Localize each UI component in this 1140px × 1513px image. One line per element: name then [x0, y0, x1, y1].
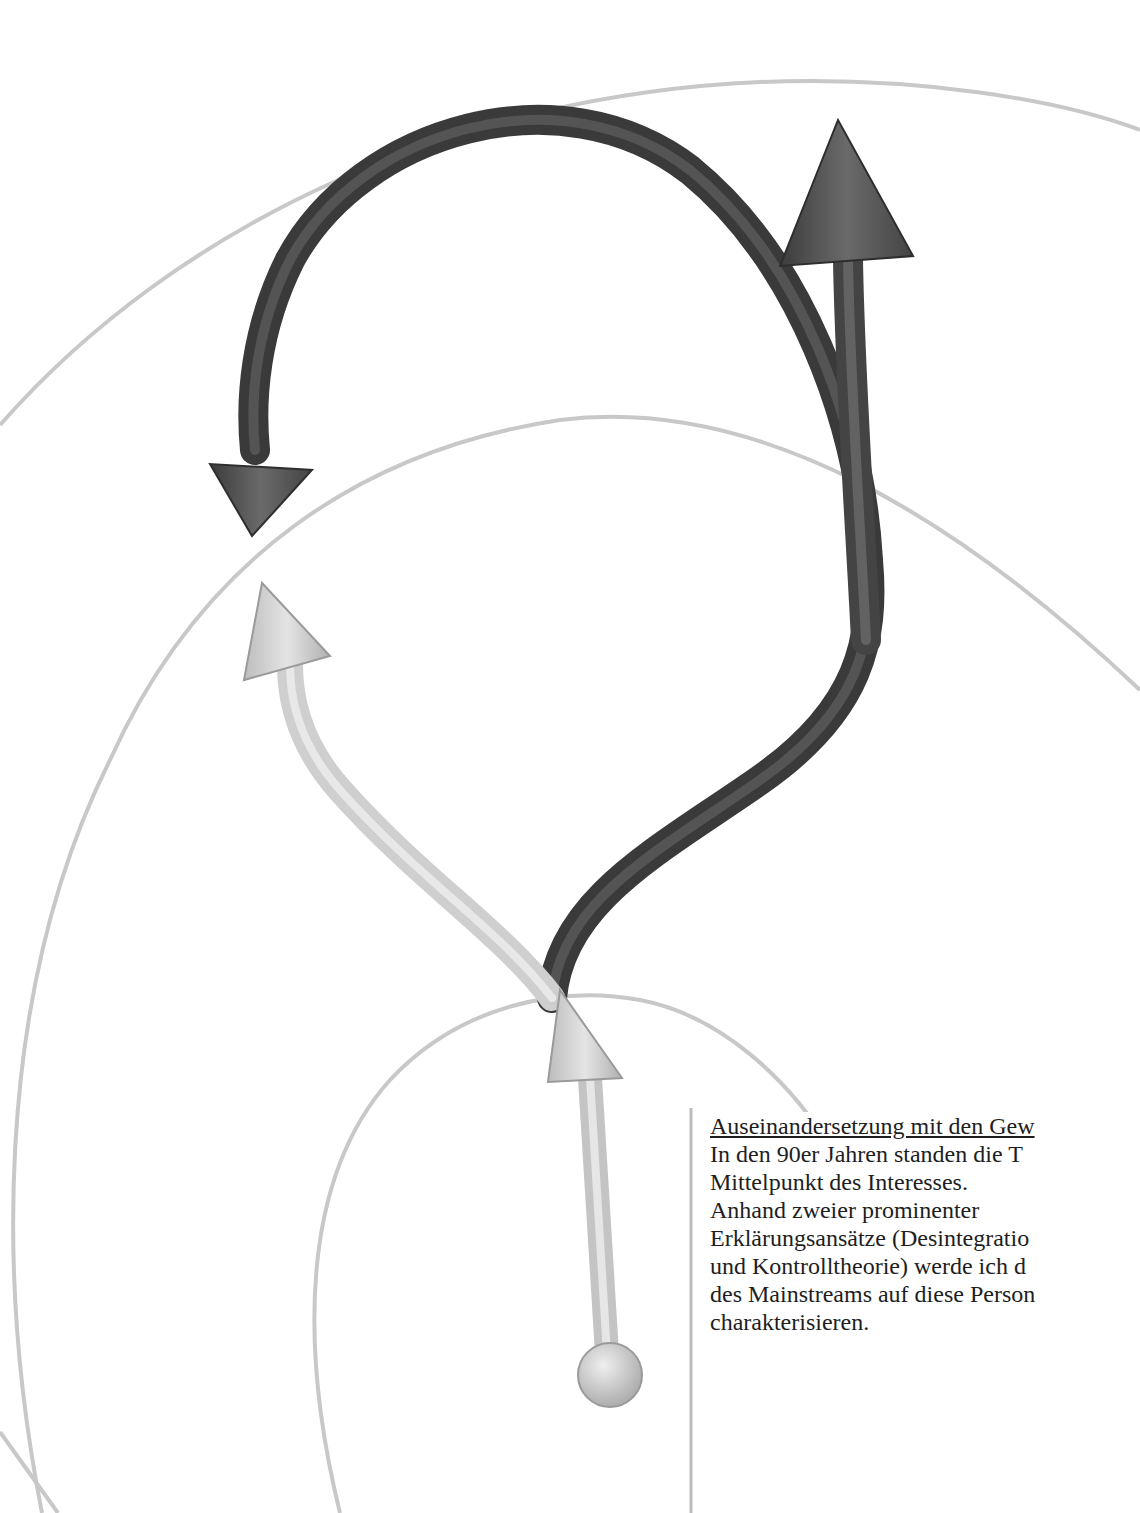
body-line: Erklärungsansätze (Desintegratio	[710, 1224, 1029, 1252]
body-line: Mittelpunkt des Interesses.	[710, 1168, 968, 1196]
text-bar	[690, 1108, 693, 1513]
body-line: charakterisieren.	[710, 1308, 869, 1336]
body-line: Anhand zweier prominenter	[710, 1196, 979, 1224]
dark-arrow	[210, 120, 913, 998]
orbit-arcs	[0, 81, 1140, 1513]
section-heading: Auseinandersetzung mit den Gew	[710, 1112, 1035, 1140]
body-line: des Mainstreams auf diese Person	[710, 1280, 1035, 1308]
body-line: und Kontrolltheorie) werde ich d	[710, 1252, 1026, 1280]
light-arrow	[244, 583, 642, 1407]
body-line: In den 90er Jahren standen die T	[710, 1140, 1023, 1168]
